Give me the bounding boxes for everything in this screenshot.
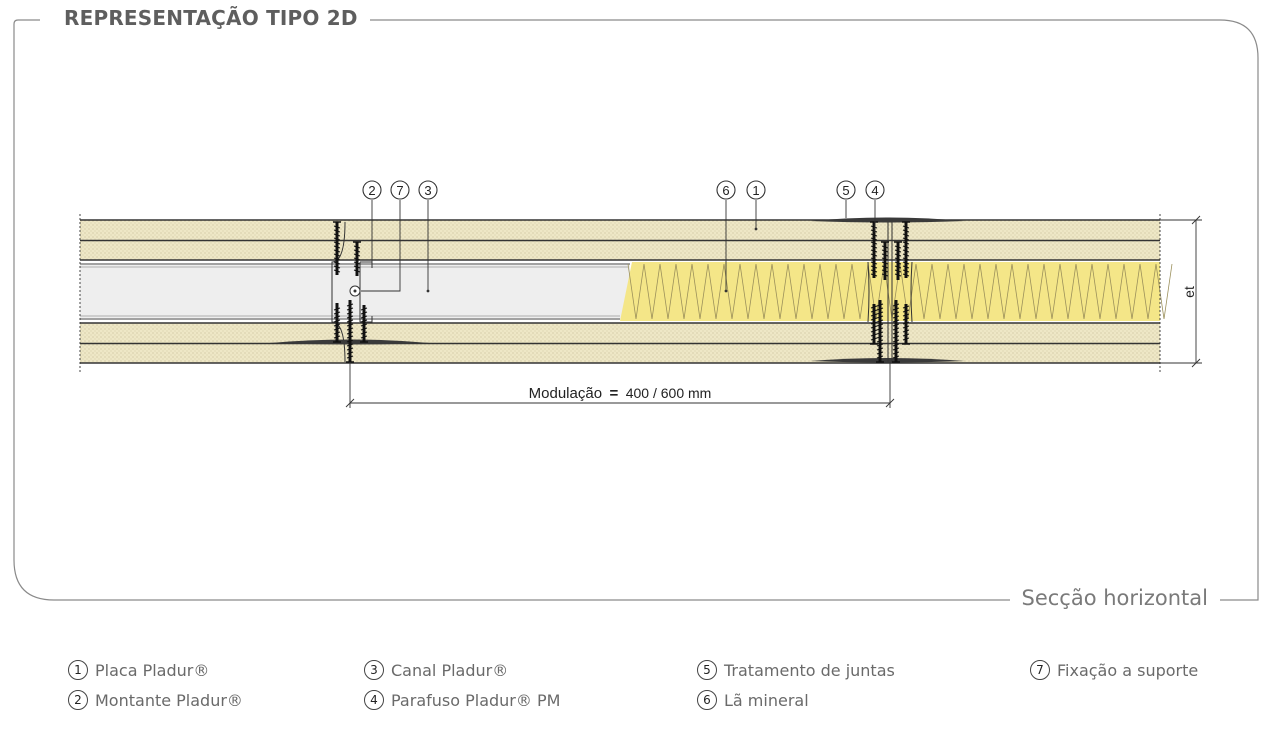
- legend-num-5: 5: [697, 660, 717, 680]
- callout-3: 3: [418, 180, 438, 200]
- callout-2: 2: [362, 180, 382, 200]
- legend-item-1: 1 Placa Pladur®: [68, 660, 209, 680]
- legend-num-4: 4: [364, 690, 384, 710]
- top-boards: [80, 219, 1160, 261]
- legend: 1 Placa Pladur® 2 Montante Pladur® 3 Can…: [0, 660, 1276, 730]
- screw: [902, 221, 910, 278]
- module-dimension-label: Modulação = 400 / 600 mm: [529, 385, 712, 402]
- screw: [876, 300, 884, 363]
- screws-group: [333, 221, 910, 363]
- legend-item-5: 5 Tratamento de juntas: [697, 660, 895, 680]
- screw: [894, 241, 902, 280]
- callout-7: 7: [390, 180, 410, 200]
- legend-item-6: 6 Lã mineral: [697, 690, 809, 710]
- section-title: REPRESENTAÇÃO TIPO 2D: [52, 6, 370, 30]
- screw: [346, 300, 354, 363]
- svg-text:4: 4: [871, 183, 878, 198]
- screw: [360, 305, 368, 343]
- screw: [333, 221, 341, 275]
- screw: [333, 303, 341, 343]
- legend-item-7: 7 Fixação a suporte: [1030, 660, 1198, 680]
- callout-5: 5: [836, 180, 856, 200]
- legend-label-5: Tratamento de juntas: [724, 660, 895, 680]
- callout-6: 6: [716, 180, 736, 200]
- callout-1: 1: [746, 180, 766, 200]
- svg-text:6: 6: [722, 183, 729, 198]
- right-stud: [867, 222, 913, 362]
- legend-num-6: 6: [697, 690, 717, 710]
- screw: [353, 241, 361, 276]
- svg-text:7: 7: [396, 183, 403, 198]
- legend-label-4: Parafuso Pladur® PM: [391, 690, 561, 710]
- frame-border: [13, 19, 1259, 601]
- mineral-wool: [620, 262, 1173, 321]
- legend-item-4: 4 Parafuso Pladur® PM: [364, 690, 560, 710]
- screw: [870, 304, 878, 345]
- legend-item-2: 2 Montante Pladur®: [68, 690, 243, 710]
- legend-num-2: 2: [68, 690, 88, 710]
- section-caption: Secção horizontal: [1009, 586, 1220, 610]
- module-dimension: [345, 362, 895, 408]
- legend-item-3: 3 Canal Pladur®: [364, 660, 508, 680]
- screw: [902, 304, 910, 345]
- screw: [881, 241, 889, 280]
- thickness-dimension: [1159, 214, 1202, 372]
- legend-label-3: Canal Pladur®: [391, 660, 509, 680]
- legend-label-6: Lã mineral: [724, 690, 809, 710]
- svg-text:2: 2: [368, 183, 375, 198]
- svg-text:1: 1: [752, 183, 759, 198]
- legend-num-1: 1: [68, 660, 88, 680]
- legend-num-3: 3: [364, 660, 384, 680]
- legend-label-7: Fixação a suporte: [1057, 660, 1199, 680]
- leader-lines: [361, 200, 876, 292]
- svg-text:3: 3: [424, 183, 431, 198]
- screw: [892, 300, 900, 363]
- bottom-boards: [80, 322, 1160, 364]
- callout-4: 4: [865, 180, 885, 200]
- svg-text:5: 5: [842, 183, 849, 198]
- leader-dots: [426, 227, 758, 293]
- joint-treatment-right-top: [810, 217, 965, 223]
- legend-num-7: 7: [1030, 660, 1050, 680]
- legend-label-2: Montante Pladur®: [95, 690, 243, 710]
- thickness-label: et: [1181, 286, 1197, 298]
- legend-label-1: Placa Pladur®: [95, 660, 210, 680]
- screw: [870, 221, 878, 278]
